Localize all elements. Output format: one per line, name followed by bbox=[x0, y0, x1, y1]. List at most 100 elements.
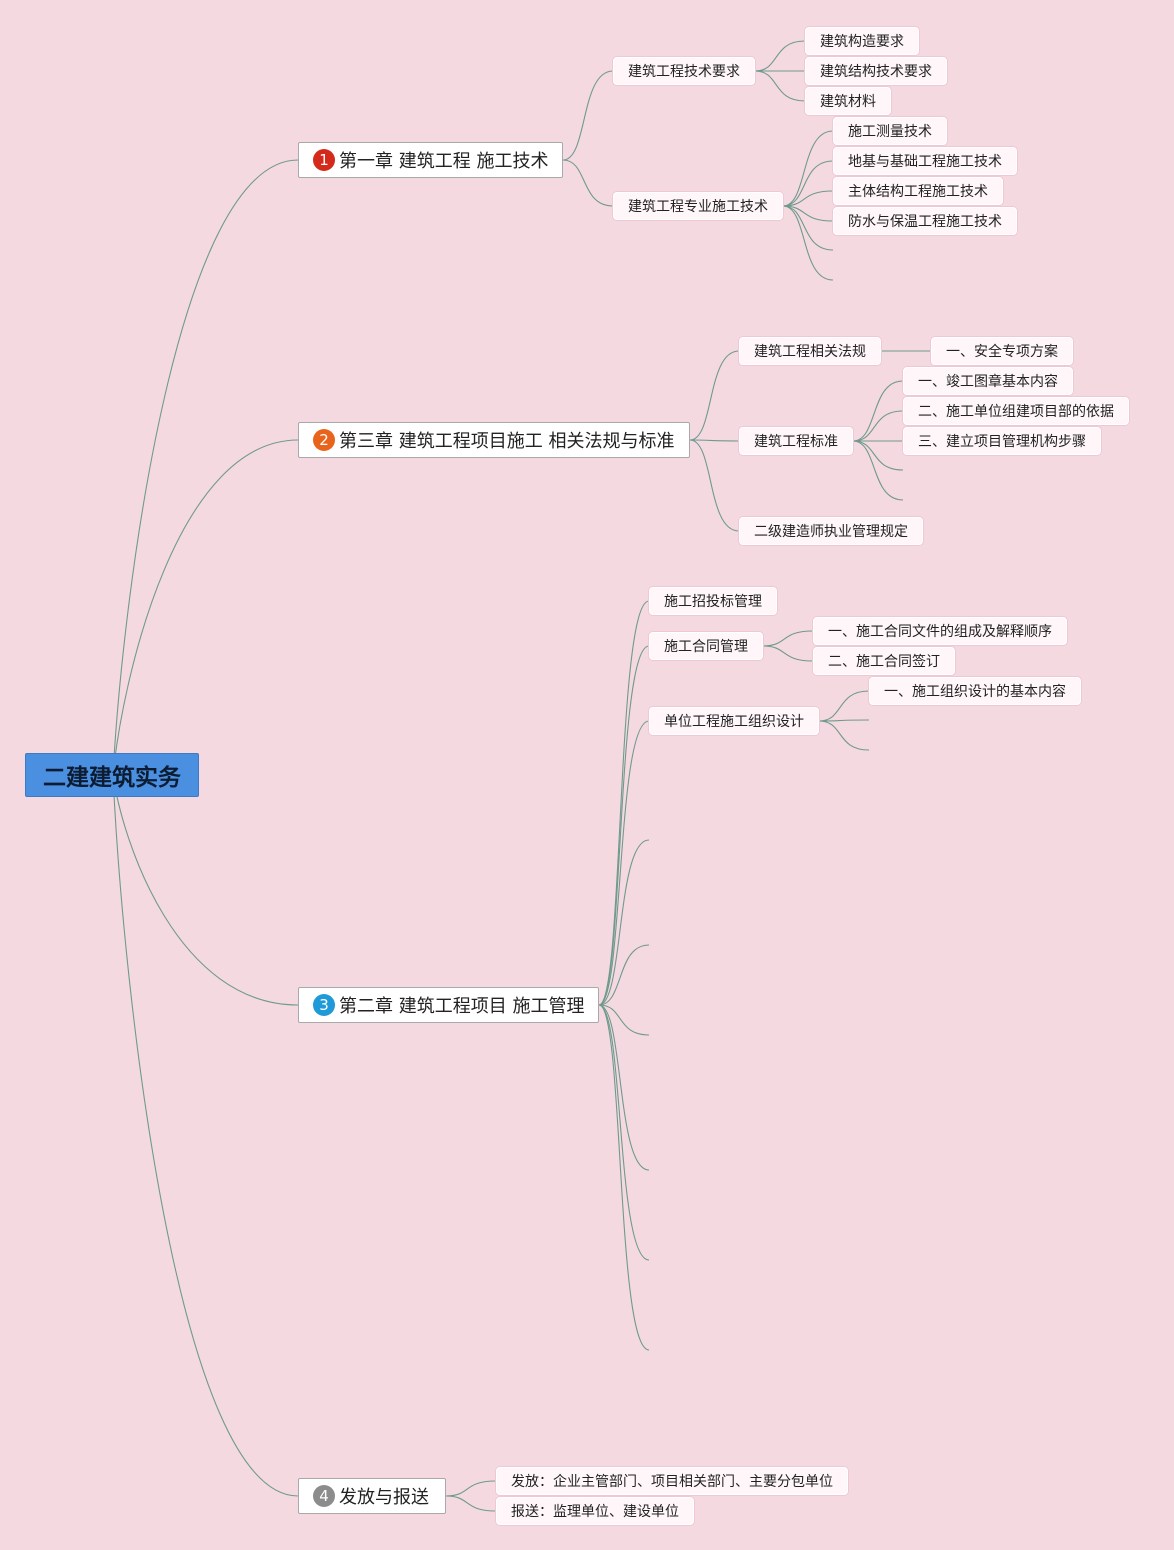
leaf-topic[interactable]: 二、施工合同签订 bbox=[813, 647, 955, 675]
subtopic-constructor-practice-rules[interactable]: 二级建造师执业管理规定 bbox=[739, 517, 923, 545]
leaf-label: 建筑结构技术要求 bbox=[820, 64, 932, 80]
connector bbox=[598, 645, 650, 1006]
connector bbox=[112, 774, 299, 1006]
leaf-topic[interactable]: 建筑结构技术要求 bbox=[805, 57, 947, 85]
leaf-topic[interactable]: 施工测量技术 bbox=[833, 117, 947, 145]
connector bbox=[445, 1495, 497, 1512]
subtopic-label: 建筑工程技术要求 bbox=[628, 64, 740, 80]
leaf-topic[interactable]: 建筑构造要求 bbox=[805, 27, 919, 55]
chapter-2-topic[interactable]: 2 第三章 建筑工程项目施工 相关法规与标准 bbox=[298, 422, 690, 458]
subtopic-label: 建筑工程标准 bbox=[754, 434, 838, 450]
leaf-label: 一、安全专项方案 bbox=[946, 344, 1058, 360]
connector bbox=[818, 690, 870, 722]
connector bbox=[598, 1004, 650, 1171]
chapter-3-label: 第二章 建筑工程项目 施工管理 bbox=[339, 996, 585, 1017]
connector bbox=[598, 1004, 650, 1351]
leaf-topic[interactable]: 三、建立项目管理机构步骤 bbox=[903, 427, 1101, 455]
leaf-label: 三、建立项目管理机构步骤 bbox=[918, 434, 1086, 450]
subtopic-building-tech-requirements[interactable]: 建筑工程技术要求 bbox=[613, 57, 755, 85]
subtopic-label: 单位工程施工组织设计 bbox=[664, 714, 804, 730]
subtopic-label: 建筑工程相关法规 bbox=[754, 344, 866, 360]
leaf-label: 一、施工合同文件的组成及解释顺序 bbox=[828, 624, 1052, 640]
connector bbox=[762, 645, 814, 662]
connector bbox=[598, 720, 650, 1006]
subtopic-label: 报送：监理单位、建设单位 bbox=[511, 1504, 679, 1520]
connector bbox=[689, 439, 740, 442]
number-2-badge-icon: 2 bbox=[313, 429, 335, 451]
leaf-topic[interactable]: 一、竣工图章基本内容 bbox=[903, 367, 1073, 395]
leaf-label: 一、竣工图章基本内容 bbox=[918, 374, 1058, 390]
connector bbox=[754, 70, 806, 102]
leaf-label: 一、施工组织设计的基本内容 bbox=[884, 684, 1066, 700]
leaf-label: 二、施工单位组建项目部的依据 bbox=[918, 404, 1114, 420]
connector bbox=[112, 774, 299, 1497]
subtopic-distribution[interactable]: 发放：企业主管部门、项目相关部门、主要分包单位 bbox=[496, 1467, 848, 1495]
subtopic-label: 施工合同管理 bbox=[664, 639, 748, 655]
connector bbox=[112, 439, 299, 776]
connector bbox=[598, 944, 650, 1006]
leaf-label: 主体结构工程施工技术 bbox=[848, 184, 988, 200]
connector bbox=[598, 1004, 650, 1036]
subtopic-building-regulations[interactable]: 建筑工程相关法规 bbox=[739, 337, 881, 365]
chapter-1-label: 第一章 建筑工程 施工技术 bbox=[339, 151, 549, 172]
leaf-label: 地基与基础工程施工技术 bbox=[848, 154, 1002, 170]
connector bbox=[818, 719, 870, 722]
root-topic[interactable]: 二建建筑实务 bbox=[25, 753, 199, 797]
connector bbox=[782, 160, 834, 207]
number-3-badge-icon: 3 bbox=[313, 994, 335, 1016]
subtopic-tender-management[interactable]: 施工招投标管理 bbox=[649, 587, 777, 615]
connector bbox=[818, 720, 870, 751]
subtopic-contract-management[interactable]: 施工合同管理 bbox=[649, 632, 763, 660]
leaf-topic[interactable]: 一、施工组织设计的基本内容 bbox=[869, 677, 1081, 705]
chapter-3-topic[interactable]: 3 第二章 建筑工程项目 施工管理 bbox=[298, 987, 599, 1023]
connector bbox=[782, 205, 834, 222]
connector bbox=[562, 159, 614, 207]
connector bbox=[598, 600, 650, 1006]
chapter-1-topic[interactable]: 1 第一章 建筑工程 施工技术 bbox=[298, 142, 563, 178]
leaf-label: 二、施工合同签订 bbox=[828, 654, 940, 670]
leaf-label: 建筑材料 bbox=[820, 94, 876, 110]
connector bbox=[754, 40, 806, 72]
subtopic-label: 二级建造师执业管理规定 bbox=[754, 524, 908, 540]
connector bbox=[445, 1480, 497, 1497]
connector bbox=[852, 440, 904, 501]
leaf-topic[interactable]: 防水与保温工程施工技术 bbox=[833, 207, 1017, 235]
chapter-4-topic[interactable]: 4 发放与报送 bbox=[298, 1478, 446, 1514]
leaf-topic[interactable]: 一、安全专项方案 bbox=[931, 337, 1073, 365]
connector bbox=[762, 630, 814, 647]
subtopic-building-standards[interactable]: 建筑工程标准 bbox=[739, 427, 853, 455]
connector bbox=[782, 205, 834, 251]
connector bbox=[782, 205, 834, 281]
connector bbox=[782, 190, 834, 207]
leaf-topic[interactable]: 二、施工单位组建项目部的依据 bbox=[903, 397, 1129, 425]
subtopic-label: 发放：企业主管部门、项目相关部门、主要分包单位 bbox=[511, 1474, 833, 1490]
leaf-label: 防水与保温工程施工技术 bbox=[848, 214, 1002, 230]
subtopic-label: 建筑工程专业施工技术 bbox=[628, 199, 768, 215]
number-4-badge-icon: 4 bbox=[313, 1485, 335, 1507]
leaf-topic[interactable]: 主体结构工程施工技术 bbox=[833, 177, 1003, 205]
subtopic-building-specialty-construction[interactable]: 建筑工程专业施工技术 bbox=[613, 192, 783, 220]
connector bbox=[852, 410, 904, 442]
connector bbox=[689, 350, 740, 441]
root-topic-label: 二建建筑实务 bbox=[43, 765, 181, 791]
leaf-topic[interactable]: 地基与基础工程施工技术 bbox=[833, 147, 1017, 175]
subtopic-submission[interactable]: 报送：监理单位、建设单位 bbox=[496, 1497, 694, 1525]
connector bbox=[562, 70, 614, 161]
leaf-label: 建筑构造要求 bbox=[820, 34, 904, 50]
leaf-label: 施工测量技术 bbox=[848, 124, 932, 140]
connector bbox=[598, 839, 650, 1006]
subtopic-label: 施工招投标管理 bbox=[664, 594, 762, 610]
chapter-4-label: 发放与报送 bbox=[339, 1487, 429, 1508]
chapter-2-label: 第三章 建筑工程项目施工 相关法规与标准 bbox=[339, 431, 675, 452]
connector bbox=[852, 440, 904, 471]
leaf-topic[interactable]: 建筑材料 bbox=[805, 87, 891, 115]
connector bbox=[598, 1004, 650, 1261]
subtopic-construction-org-design[interactable]: 单位工程施工组织设计 bbox=[649, 707, 819, 735]
leaf-topic[interactable]: 一、施工合同文件的组成及解释顺序 bbox=[813, 617, 1067, 645]
connector bbox=[852, 380, 904, 442]
number-1-badge-icon: 1 bbox=[313, 149, 335, 171]
connector bbox=[689, 439, 740, 532]
connector bbox=[782, 130, 834, 207]
connector bbox=[112, 159, 299, 776]
